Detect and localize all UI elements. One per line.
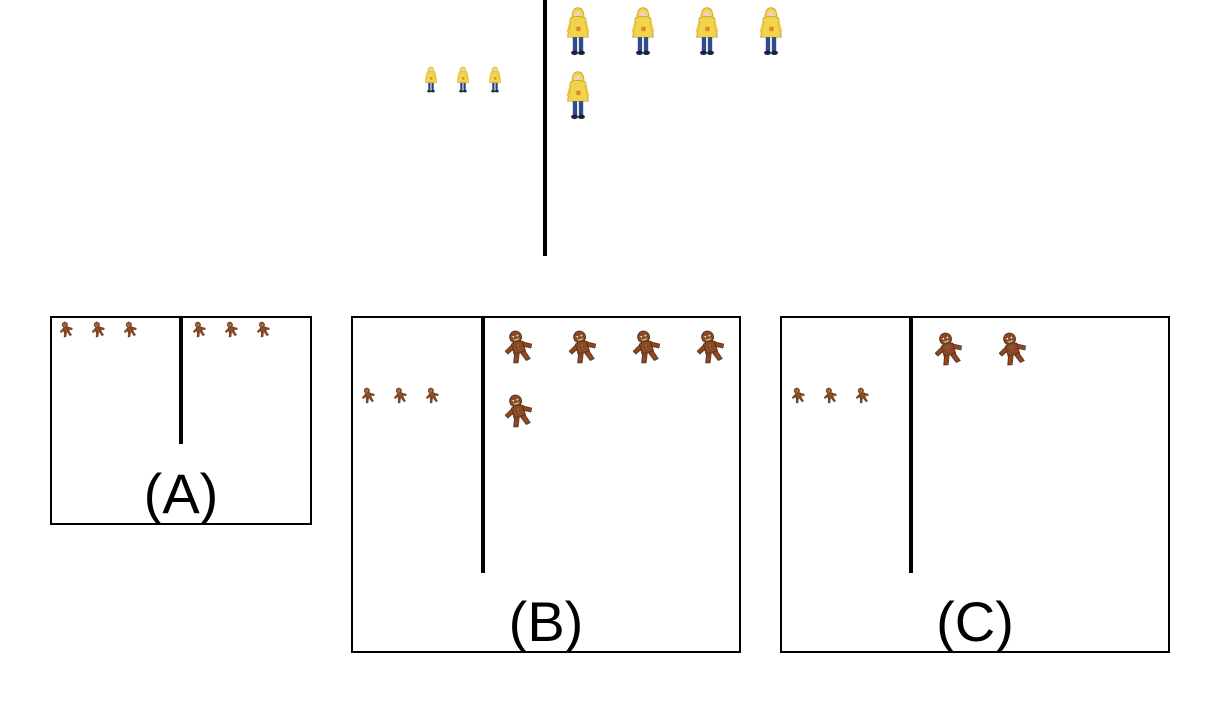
option-b-panel[interactable]: (B) (351, 316, 741, 653)
gingerbread-man-icon (255, 320, 271, 338)
prompt-divider (543, 0, 547, 256)
gingerbread-man-icon (360, 386, 376, 404)
gingerbread-man-icon (223, 320, 239, 338)
gingerbread-man-icon (995, 328, 1029, 368)
gingerbread-man-icon (392, 386, 408, 404)
option-c-label: (C) (936, 590, 1014, 653)
gingerbread-man-icon (191, 320, 207, 338)
raincoat-child-icon (630, 4, 656, 60)
option-b-label: (B) (508, 590, 584, 653)
option-b-divider (481, 318, 485, 573)
gingerbread-man-icon (822, 386, 838, 404)
raincoat-child-icon (424, 66, 438, 94)
option-a-divider (179, 318, 183, 444)
option-c-panel[interactable]: (C) (780, 316, 1170, 653)
gingerbread-man-icon (790, 386, 806, 404)
gingerbread-man-icon (501, 326, 535, 366)
prompt-figure (0, 0, 1219, 260)
option-c-divider (909, 318, 913, 573)
gingerbread-man-icon (424, 386, 440, 404)
gingerbread-man-icon (629, 326, 663, 366)
option-a-label: (A) (143, 462, 219, 525)
gingerbread-man-icon (854, 386, 870, 404)
gingerbread-man-icon (58, 320, 74, 338)
option-a-panel[interactable]: (A) (50, 316, 312, 525)
raincoat-child-icon (488, 66, 502, 94)
gingerbread-man-icon (565, 326, 599, 366)
gingerbread-man-icon (501, 390, 535, 430)
raincoat-child-icon (758, 4, 784, 60)
raincoat-child-icon (456, 66, 470, 94)
gingerbread-man-icon (122, 320, 138, 338)
raincoat-child-icon (565, 4, 591, 60)
raincoat-child-icon (565, 68, 591, 124)
gingerbread-man-icon (931, 328, 965, 368)
raincoat-child-icon (694, 4, 720, 60)
gingerbread-man-icon (693, 326, 727, 366)
gingerbread-man-icon (90, 320, 106, 338)
